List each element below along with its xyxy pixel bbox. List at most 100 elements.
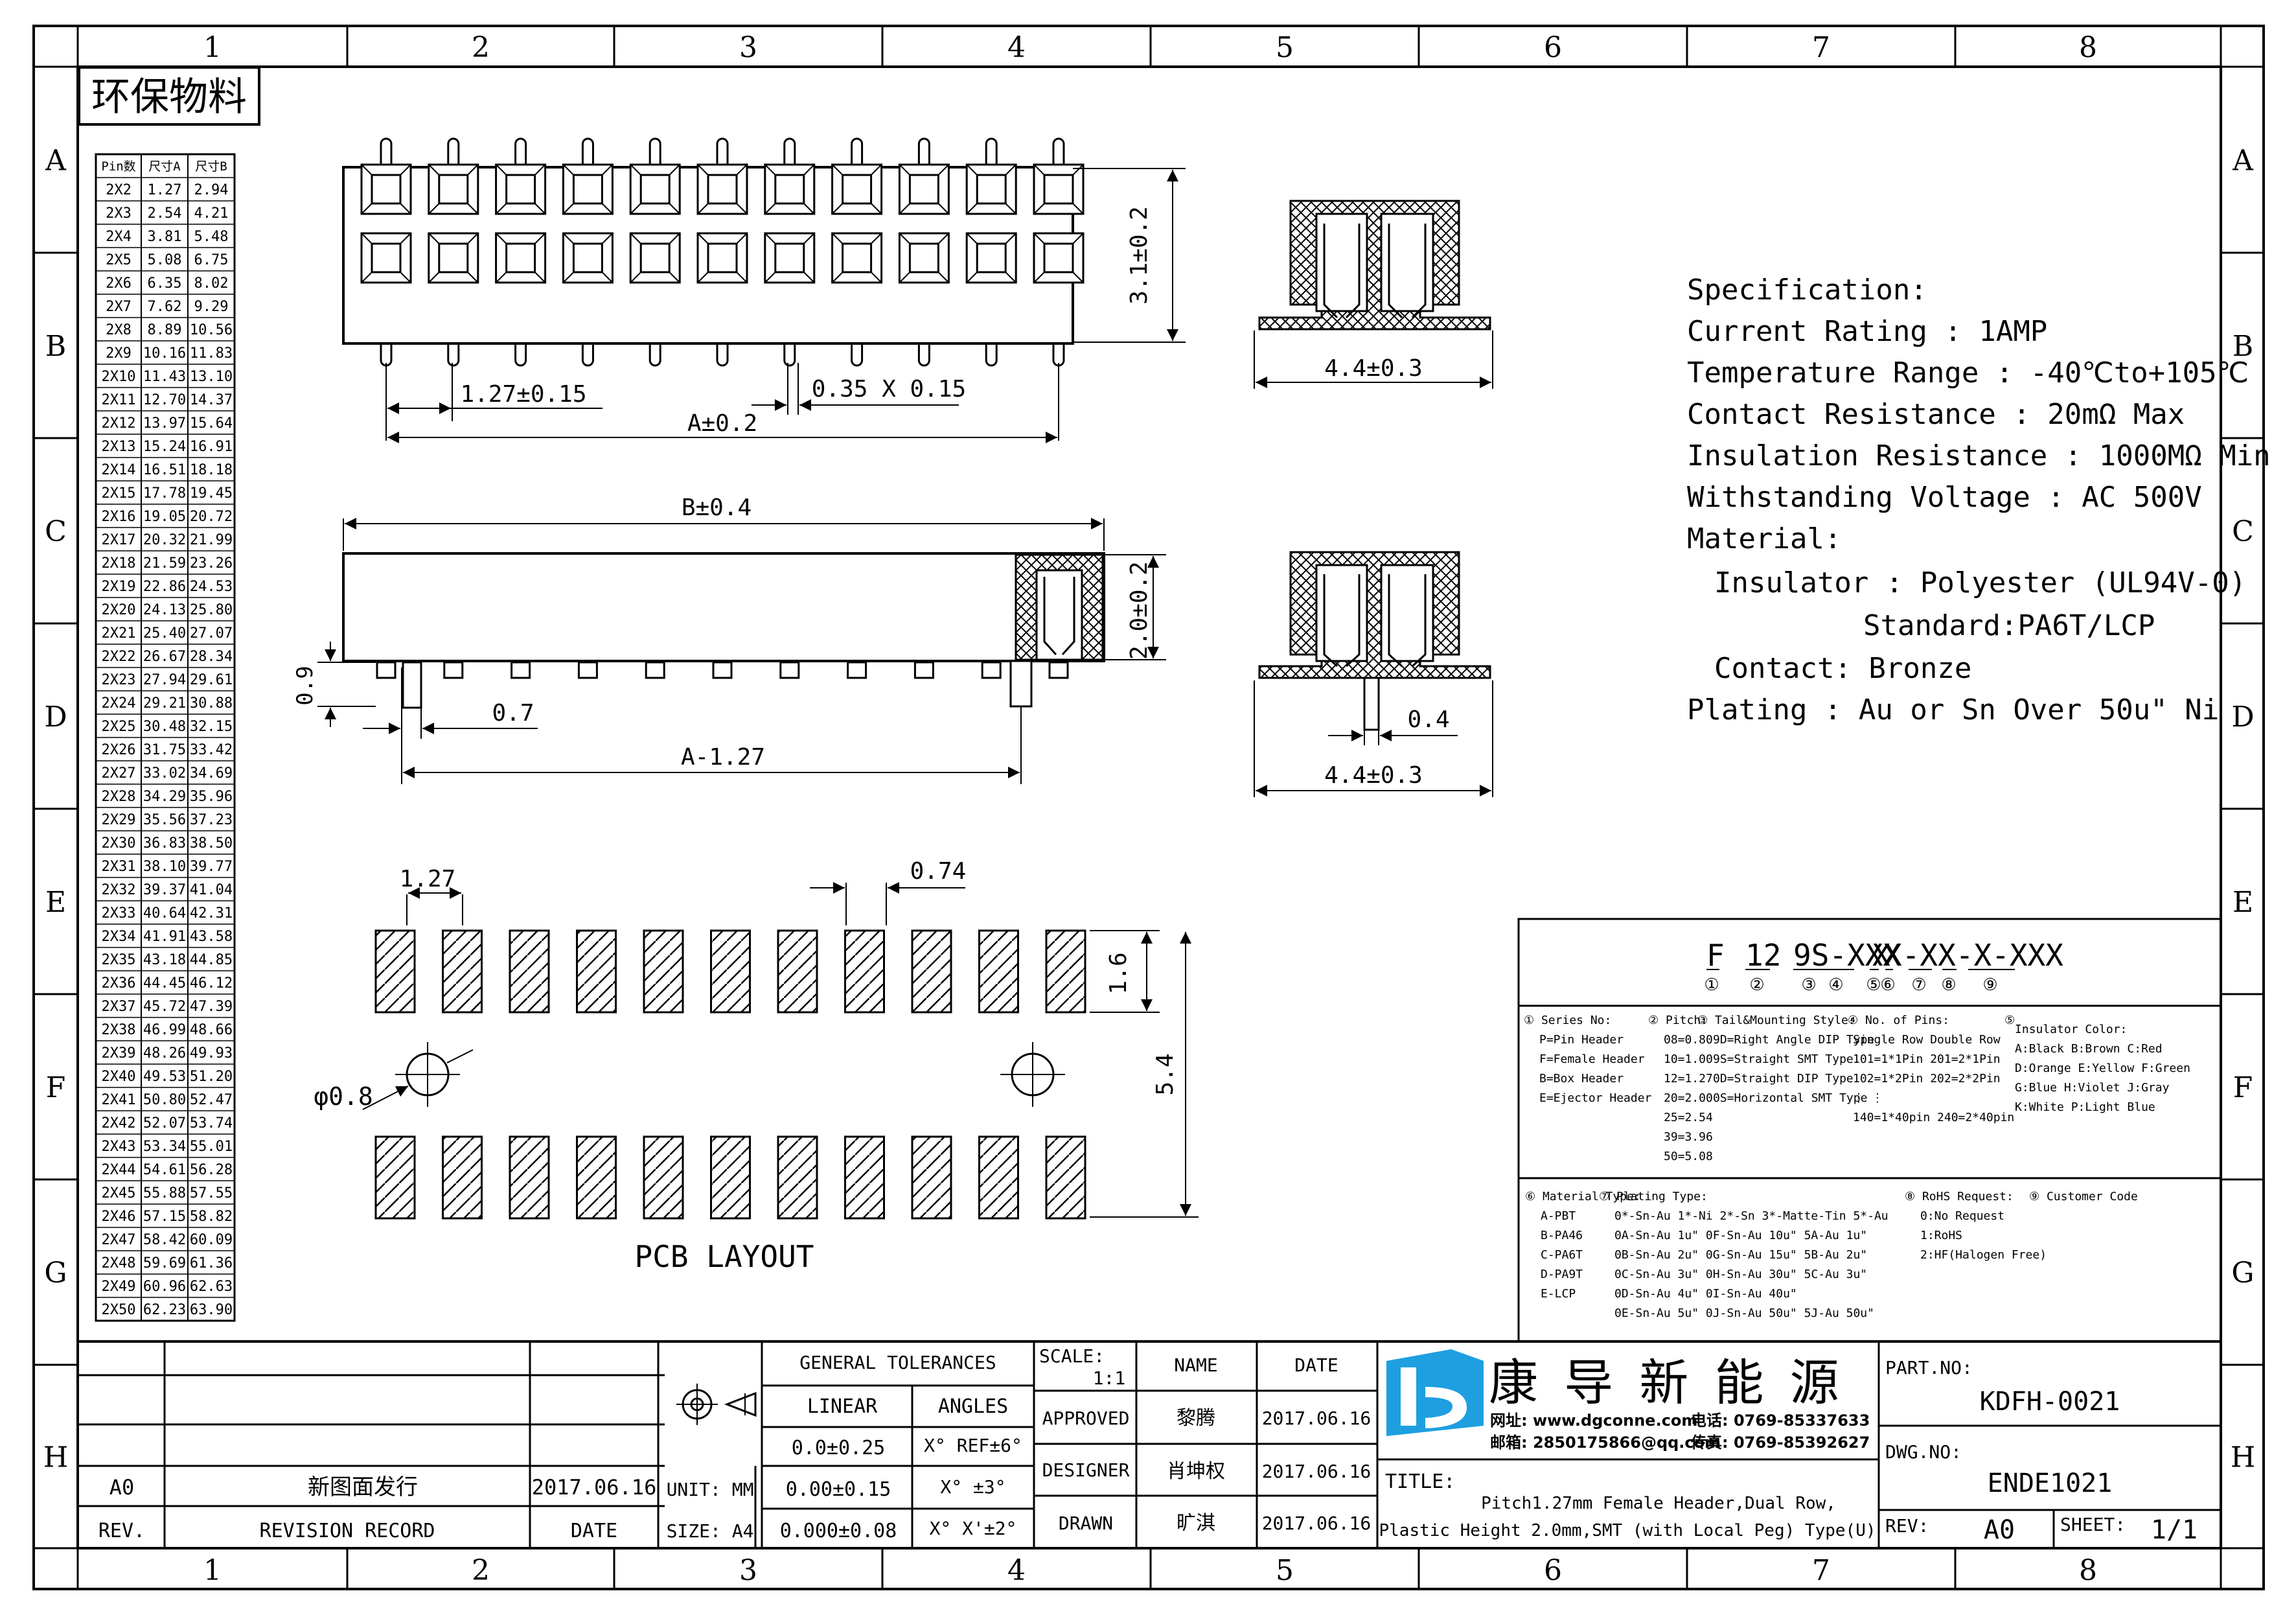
top-pin-lower <box>649 343 661 367</box>
pin-table-cell: 2X15 <box>102 485 136 502</box>
top-pin-upper <box>917 137 930 167</box>
tolerance-angle-2: X° ±3° <box>940 1476 1005 1498</box>
frame-row-label-right: C <box>2232 515 2254 548</box>
pcb-pad <box>442 929 483 1014</box>
pin-table-cell: 2X46 <box>102 1209 136 1225</box>
pin-table-cell: 2X34 <box>102 929 136 945</box>
top-contact-bevel <box>899 164 950 215</box>
frame-col-label-bottom: 7 <box>1812 1554 1830 1587</box>
pin-table-cell: 2X4 <box>106 229 132 245</box>
pin-table-cell: 52.47 <box>190 1092 233 1108</box>
legend-plating-line: 0C-Sn-Au 3u" 0H-Sn-Au 30u" 5C-Au 3u" <box>1614 1268 1867 1281</box>
top-pin-upper <box>514 137 527 167</box>
top-pin-upper <box>649 137 661 167</box>
pin-table-cell: 25.40 <box>143 625 186 642</box>
tolerance-linear-1: 0.0±0.25 <box>792 1437 886 1459</box>
pin-table-cell: 24.13 <box>143 602 186 618</box>
company-name: 康 导 新 能 源 <box>1489 1354 1844 1411</box>
pin-table-cell: 2X2 <box>106 182 132 198</box>
frame-row-label-right: H <box>2231 1441 2255 1474</box>
legend-material-line: ⑥ Material Type: <box>1525 1190 1641 1203</box>
top-view-pins-lower <box>380 343 1065 367</box>
pin-table-cell: 2X26 <box>102 742 136 758</box>
pin-table-cell: 3.81 <box>148 229 182 245</box>
pin-table-cell: 2X7 <box>106 299 132 315</box>
pcb-pad <box>710 929 751 1014</box>
tolerance-header: GENERAL TOLERANCES <box>799 1352 996 1373</box>
pin-table-cell: 6.35 <box>148 275 182 292</box>
legend-plating-line: 0A-Sn-Au 1u" 0F-Sn-Au 10u" 5A-Au 1u" <box>1614 1229 1867 1242</box>
pin-table-cell: 48.26 <box>143 1045 186 1062</box>
pcb-pad <box>509 929 550 1014</box>
pin-table-cell: 2X24 <box>102 695 136 712</box>
dim-pin-width: 0.35 X 0.15 <box>812 376 966 402</box>
dim-width-top: 4.4±0.3 <box>1324 355 1423 382</box>
rev-entry: A0 <box>109 1475 135 1500</box>
pin-table-cell: 30.88 <box>190 695 233 712</box>
pcb-pad <box>509 1135 550 1220</box>
side-tail <box>847 661 867 679</box>
pin-table-cell: 34.29 <box>143 789 186 805</box>
pin-table-cell: 58.82 <box>190 1209 233 1225</box>
part-code-number: ③ <box>1801 975 1816 995</box>
frame-col-label-bottom: 2 <box>472 1554 490 1587</box>
pcb-pad <box>643 1135 684 1220</box>
pin-table-cell: 52.07 <box>143 1115 186 1131</box>
dwg-no-label: DWG.NO: <box>1885 1441 1962 1463</box>
pin-table-cell: 50.80 <box>143 1092 186 1108</box>
frame-row-label-right: F <box>2233 1071 2253 1104</box>
top-contact-inner <box>505 242 536 273</box>
pin-table-cell: 43.18 <box>143 952 186 968</box>
top-pin-upper <box>1052 137 1065 167</box>
scale-label: SCALE: <box>1039 1345 1105 1367</box>
pin-table-cell: 27.94 <box>143 672 186 688</box>
legend-material-line: D-PA9T <box>1541 1268 1583 1281</box>
pin-table-cell: 2X6 <box>106 275 132 292</box>
pin-table-cell: 2X16 <box>102 509 136 525</box>
pin-table-cell: 59.69 <box>143 1255 186 1271</box>
legend-pins-line: 101=1*1Pin 201=2*1Pin <box>1853 1052 2001 1066</box>
tolerance-linear-header: LINEAR <box>807 1395 878 1418</box>
pin-table-cell: 1.27 <box>148 182 182 198</box>
pin-table-cell: 61.36 <box>190 1255 233 1271</box>
spec-line: Standard:PA6T/LCP <box>1863 609 2155 642</box>
tolerance-angles-header: ANGLES <box>938 1395 1008 1418</box>
dim-pcb-hole: φ0.8 <box>314 1082 373 1111</box>
part-code-number: ⑧ <box>1941 975 1956 995</box>
top-contact-bevel <box>361 233 411 283</box>
revision-date-header: DATE <box>571 1520 617 1542</box>
spec-line: Temperature Range : -40℃to+105℃ <box>1687 356 2249 389</box>
legend-pins-line: ⋮ ⋮ <box>1853 1091 1883 1105</box>
legend-tail-line: 0S=Horizontal SMT Type <box>1713 1091 1867 1105</box>
pin-table-cell: 2X40 <box>102 1069 136 1085</box>
pcb-layout: 1.27 0.74 1.6 5.4 φ0.8 PCB LAYOUT <box>314 858 1199 1274</box>
spec-line: Current Rating : 1AMP <box>1687 315 2047 348</box>
pin-table-cell: 23.26 <box>190 555 233 572</box>
pin-table-cell: 2X39 <box>102 1045 136 1062</box>
top-pin-lower <box>581 343 594 367</box>
pcb-pad <box>643 929 684 1014</box>
pin-table-cell: 62.63 <box>190 1279 233 1295</box>
pin-table-cell: 36.83 <box>143 835 186 852</box>
cross-section-top: 4.4±0.3 <box>1254 200 1493 389</box>
date-header: DATE <box>1294 1354 1338 1376</box>
top-contact-bevel <box>361 164 411 215</box>
pin-table-cell: 56.28 <box>190 1162 233 1178</box>
pin-table-cell: 2X29 <box>102 812 136 828</box>
pin-table-cell: 47.39 <box>190 999 233 1015</box>
dim-foot: 0.4 <box>1407 706 1449 733</box>
part-no-value: KDFH-0021 <box>1980 1387 2120 1417</box>
top-contact-inner <box>774 174 805 205</box>
pin-table-cell: 46.12 <box>190 975 233 992</box>
tolerance-linear-2: 0.00±0.15 <box>786 1478 891 1501</box>
pcb-hole-left <box>362 1042 474 1110</box>
part-code-segment: F <box>1706 938 1725 973</box>
top-contact-bevel <box>697 233 748 283</box>
pin-table-cell: 46.99 <box>143 1022 186 1038</box>
pin-table-cell: 53.74 <box>190 1115 233 1131</box>
top-pin-upper <box>783 137 796 167</box>
top-pin-lower <box>985 343 998 367</box>
top-contact-inner <box>572 174 603 205</box>
